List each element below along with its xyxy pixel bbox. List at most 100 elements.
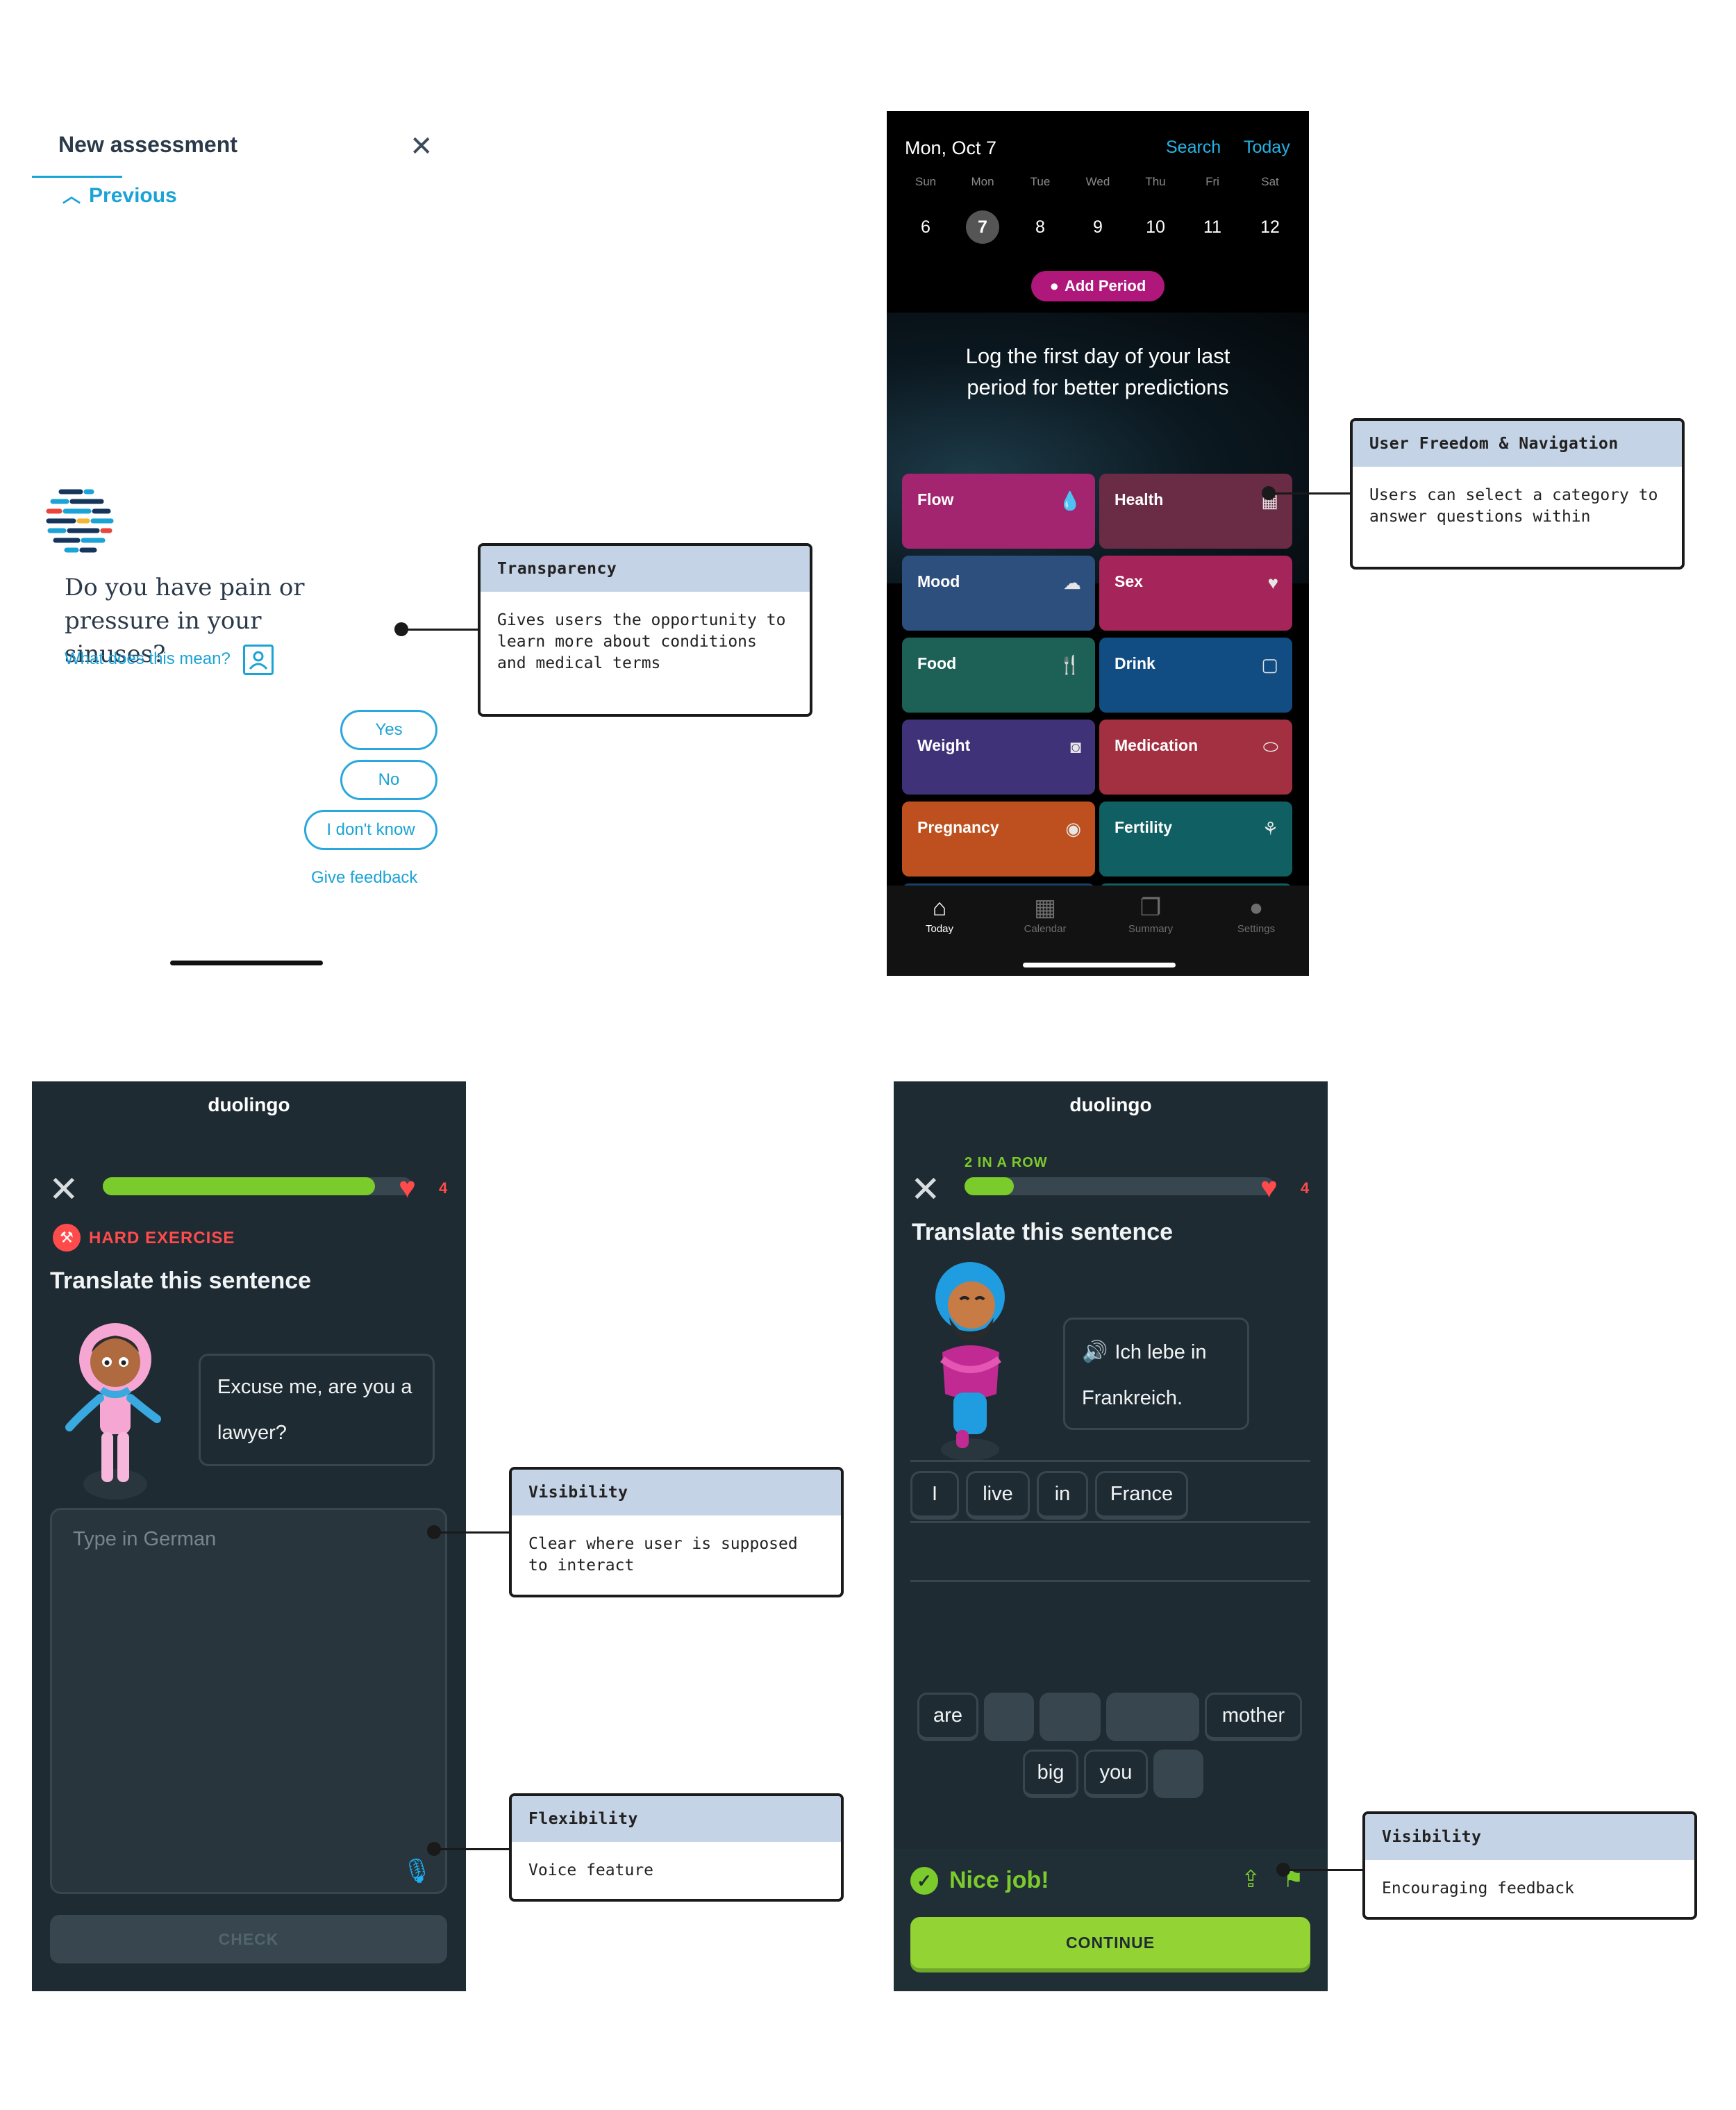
- give-feedback-link[interactable]: Give feedback: [311, 868, 418, 887]
- category-food[interactable]: Food 🍴: [902, 638, 1095, 713]
- answer-word[interactable]: France: [1095, 1471, 1188, 1520]
- scale-icon: ◙: [1070, 736, 1081, 757]
- add-period-label: Add Period: [1064, 277, 1146, 294]
- answer-word[interactable]: in: [1037, 1471, 1088, 1520]
- callout-visibility-interaction: Visibility Clear where user is supposed …: [509, 1467, 844, 1597]
- assessment-title: New assessment: [58, 132, 237, 157]
- bank-word[interactable]: you: [1084, 1750, 1148, 1798]
- callout-visibility-feedback: Visibility Encouraging feedback: [1362, 1811, 1697, 1920]
- callout-title: User Freedom & Navigation: [1353, 421, 1682, 467]
- tab-bar: [887, 886, 1309, 976]
- embryo-icon: ◉: [1065, 818, 1081, 839]
- duolingo-logo: duolingo: [1069, 1094, 1152, 1115]
- current-date: Mon, Oct 7: [905, 138, 997, 158]
- droplet-icon: ●: [1049, 277, 1059, 294]
- search-link[interactable]: Search: [1166, 138, 1221, 157]
- tile-label: Sex: [1115, 572, 1143, 590]
- check-button[interactable]: CHECK: [50, 1915, 447, 1963]
- bank-word[interactable]: mother: [1205, 1693, 1302, 1741]
- prompt-line[interactable]: Excuse me, are you a: [217, 1376, 412, 1398]
- day-cell[interactable]: 11: [1203, 217, 1221, 237]
- continue-button[interactable]: CONTINUE: [910, 1917, 1310, 1968]
- tab-calendar[interactable]: ▦Calendar: [1003, 892, 1087, 935]
- home-indicator[interactable]: [170, 961, 323, 965]
- tile-label: Food: [917, 654, 957, 672]
- close-icon[interactable]: ✕: [49, 1170, 79, 1210]
- weekday-label: Sun: [915, 175, 937, 188]
- hearts-count: 4: [1301, 1179, 1310, 1197]
- category-pregnancy[interactable]: Pregnancy◉: [902, 801, 1095, 877]
- prompt-bubble: Excuse me, are you a lawyer?: [199, 1354, 435, 1466]
- category-mood[interactable]: Mood☁: [902, 556, 1095, 631]
- tab-label: Today: [925, 923, 954, 935]
- day-cell[interactable]: 10: [1146, 217, 1165, 237]
- nice-job-label: Nice job!: [949, 1867, 1049, 1893]
- textarea-placeholder: Type in German: [73, 1528, 217, 1550]
- tile-label: Health: [1115, 490, 1164, 508]
- speaker-icon[interactable]: 🔊: [1082, 1340, 1108, 1363]
- answer-no-button[interactable]: No: [340, 760, 437, 800]
- tab-today[interactable]: ⌂ Today: [898, 892, 981, 935]
- today-link[interactable]: Today: [1244, 138, 1290, 157]
- dumbbell-icon: ⚒: [53, 1224, 81, 1252]
- day-cell[interactable]: 8: [1035, 217, 1045, 237]
- bank-word-slot: [1106, 1693, 1199, 1741]
- close-icon[interactable]: ✕: [910, 1170, 941, 1210]
- category-fertility[interactable]: Fertility⚘: [1099, 801, 1292, 877]
- answer-textarea[interactable]: Type in German 🎙: [50, 1508, 447, 1894]
- category-health[interactable]: Health▦: [1099, 474, 1292, 549]
- home-indicator[interactable]: [1023, 963, 1176, 967]
- callout-body: Clear where user is supposed to interact: [528, 1535, 798, 1575]
- info-card-icon[interactable]: [243, 645, 274, 675]
- share-icon[interactable]: ⇪: [1241, 1866, 1261, 1893]
- tab-settings[interactable]: ●Settings: [1215, 892, 1298, 935]
- day-cell[interactable]: 12: [1260, 217, 1280, 237]
- tab-label: Calendar: [1024, 923, 1067, 935]
- summary-icon: ❐: [1140, 895, 1162, 921]
- category-medication[interactable]: Medication ⬭: [1099, 720, 1292, 795]
- answer-word[interactable]: live: [966, 1471, 1030, 1520]
- weekday-label: Mon: [971, 175, 994, 188]
- category-weight[interactable]: Weight◙: [902, 720, 1095, 795]
- pill-icon: ⬭: [1262, 736, 1278, 757]
- prompt-line[interactable]: lawyer?: [217, 1422, 287, 1444]
- answer-yes-button[interactable]: Yes: [340, 710, 437, 750]
- tile-label: Medication: [1115, 736, 1199, 754]
- callout-title: Flexibility: [512, 1796, 841, 1842]
- callout-connector: [401, 629, 479, 631]
- prompt-line[interactable]: Ich lebe in: [1115, 1341, 1207, 1363]
- character-illustration: [65, 1323, 161, 1500]
- home-icon: ⌂: [932, 895, 947, 921]
- prompt-line[interactable]: Frankreich.: [1082, 1387, 1183, 1409]
- add-period-button[interactable]: ● Add Period: [1031, 271, 1165, 301]
- day-cell-selected[interactable]: 7: [966, 210, 999, 244]
- hearts-count: 4: [439, 1179, 448, 1197]
- hard-exercise-badge: HARD EXERCISE: [89, 1229, 235, 1247]
- tab-summary[interactable]: ❐Summary: [1109, 892, 1192, 935]
- heart-icon: ♥: [399, 1171, 416, 1204]
- category-sex[interactable]: Sex♥: [1099, 556, 1292, 631]
- character-illustration: [935, 1262, 1005, 1461]
- previous-button[interactable]: ︿Previous: [62, 182, 177, 208]
- progress-bar: [103, 1177, 412, 1195]
- meaning-link[interactable]: What does this mean?: [65, 649, 231, 668]
- microphone-icon[interactable]: 🎙: [402, 1858, 433, 1884]
- callout-title: Visibility: [1365, 1814, 1694, 1860]
- fork-knife-icon: 🍴: [1058, 654, 1081, 675]
- day-cell[interactable]: 6: [921, 217, 930, 237]
- bank-word[interactable]: big: [1023, 1750, 1078, 1798]
- previous-label: Previous: [89, 184, 177, 207]
- answer-word[interactable]: I: [910, 1471, 959, 1520]
- bank-word[interactable]: are: [917, 1693, 978, 1741]
- answer-line-top: [910, 1460, 1310, 1462]
- answer-line-bottom: [910, 1580, 1310, 1582]
- close-icon[interactable]: ✕: [410, 131, 433, 162]
- prompt-bubble: 🔊 Ich lebe in Frankreich.: [1063, 1318, 1249, 1430]
- streak-label: 2 IN A ROW: [965, 1155, 1048, 1170]
- category-drink[interactable]: Drink▢: [1099, 638, 1292, 713]
- category-flow[interactable]: Flow💧: [902, 474, 1095, 549]
- day-cell[interactable]: 9: [1093, 217, 1103, 237]
- sprout-icon: ⚘: [1262, 818, 1278, 839]
- weekday-label: Sat: [1261, 175, 1279, 188]
- answer-dont-know-button[interactable]: I don't know: [304, 810, 437, 850]
